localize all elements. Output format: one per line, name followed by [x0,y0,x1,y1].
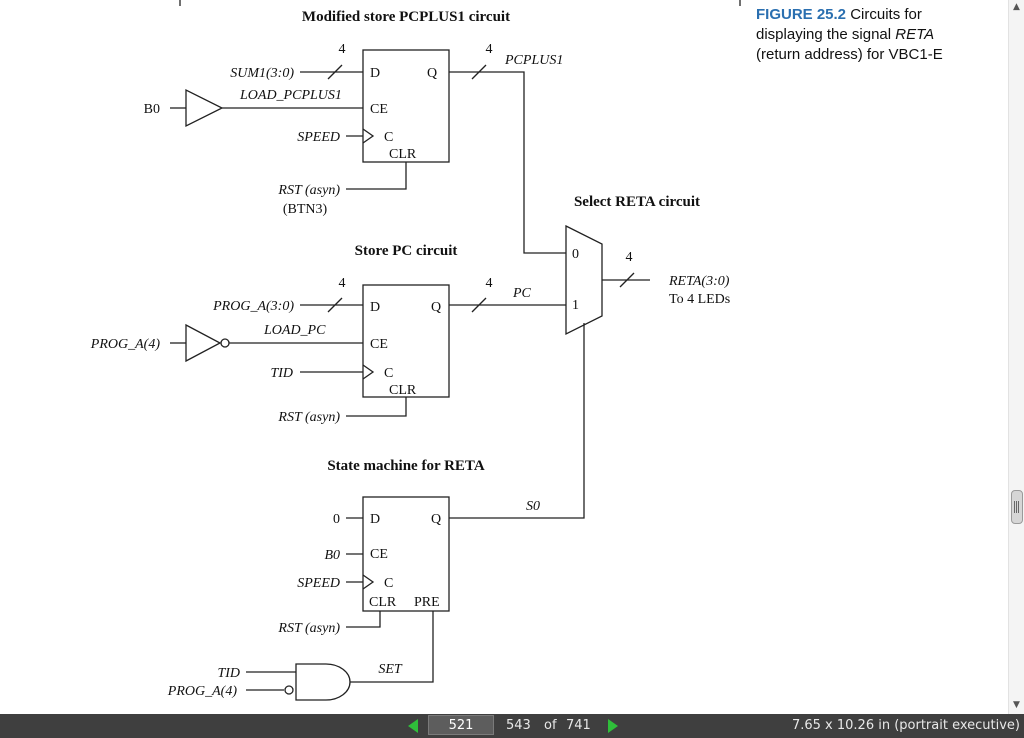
pin-pre: PRE [414,595,440,610]
grip-icon [1014,501,1020,513]
caption-line2: displaying the signal [756,26,892,43]
load-pcplus1-label: LOAD_PCPLUS1 [239,88,342,103]
pc-label: PC [512,286,532,301]
caption-signal: RETA [895,26,935,43]
bus-slash [327,297,343,313]
speed-label: SPEED [297,130,340,145]
prog-a-label: PROG_A(3:0) [212,299,294,314]
inverter-bubble [220,338,230,348]
s0-label: S0 [526,499,540,514]
of-label: of [544,718,557,733]
page-label: 543 [506,718,531,733]
tid-label: TID [217,666,240,681]
wire-rst [346,162,407,190]
wire-rst [346,397,407,417]
status-bar: 543 of 741 7.65 x 10.26 in (portrait exe… [0,714,1024,738]
pin-q: Q [431,300,441,315]
prog-a4-label: PROG_A(4) [90,337,161,352]
mux-title: Select RETA circuit [574,194,700,210]
pin-clr: CLR [389,383,417,398]
wire-rst [346,611,381,628]
mux-input-1: 1 [572,298,579,313]
wire-s0 [449,323,585,519]
pin-c: C [384,366,393,381]
figure-label: FIGURE 25.2 [756,6,847,23]
pin-ce: CE [370,102,388,117]
leds-label: To 4 LEDs [669,292,730,307]
bus-width-label: 4 [626,250,633,265]
circuit-diagram: Modified store PCPLUS1 circuit D Q CE C … [90,0,741,701]
speed-label: SPEED [297,576,340,591]
pin-clr: CLR [369,595,397,610]
mux-input-0: 0 [572,247,579,262]
bus-slash [471,297,487,313]
multiplexer [565,224,603,336]
b0-label: B0 [324,548,340,563]
wire-set [350,611,434,683]
tid-label: TID [270,366,293,381]
page-size-label: 7.65 x 10.26 in (portrait executive) [791,718,1020,733]
scroll-thumb[interactable] [1011,490,1023,524]
rst-label: RST (asyn) [277,183,340,198]
document-viewer: FIGURE 25.2 Circuits for displaying the … [89,0,943,701]
wire-pcplus1 [449,71,566,254]
bus-slash [327,64,343,80]
load-pc-label: LOAD_PC [263,323,326,338]
rst-label: RST (asyn) [277,410,340,425]
caption-line3: (return address) for VBC1-E [756,46,943,63]
b0-label: B0 [144,102,160,117]
pin-d: D [370,66,380,81]
page-number-input[interactable] [428,715,494,735]
pin-ce: CE [370,547,388,562]
clock-marker [362,128,375,144]
bus-width-label: 4 [486,276,493,291]
inverter-gate [185,323,222,363]
prev-page-icon[interactable] [408,719,418,733]
pin-q: Q [431,512,441,527]
bus-width-label: 4 [486,42,493,57]
set-label: SET [378,662,403,677]
pin-c: C [384,576,393,591]
prog-a4-label: PROG_A(4) [167,684,238,699]
pin-d: D [370,300,380,315]
pcplus1-label: PCPLUS1 [504,53,563,68]
next-page-icon[interactable] [608,719,618,733]
scroll-up-icon[interactable]: ▲ [1013,2,1020,12]
bus-width-label: 4 [339,42,346,57]
pin-ce: CE [370,337,388,352]
bus-width-label: 4 [339,276,346,291]
bus-slash [471,64,487,80]
vertical-scrollbar[interactable]: ▲ ▼ [1008,0,1024,714]
pin-clr: CLR [389,147,417,162]
pin-d: D [370,512,380,527]
circuit2-title: Store PC circuit [355,243,458,259]
sum1-label: SUM1(3:0) [230,66,294,81]
zero-input-label: 0 [333,512,340,527]
caption-line1: Circuits for [850,6,922,23]
bus-slash [619,272,635,288]
and-gate [295,663,351,701]
scroll-down-icon[interactable]: ▼ [1013,700,1020,710]
pin-c: C [384,130,393,145]
clock-marker [362,364,375,380]
btn3-label: (BTN3) [283,202,328,217]
reta-label: RETA(3:0) [668,274,730,289]
total-pages: 741 [566,718,591,733]
buffer-gate [185,88,224,128]
circuit1-title: Modified store PCPLUS1 circuit [302,9,510,25]
rst-label: RST (asyn) [277,621,340,636]
circuit3-title: State machine for RETA [327,458,485,474]
pin-q: Q [427,66,437,81]
inverter-bubble [284,685,294,695]
clock-marker [362,574,375,590]
figure-caption: FIGURE 25.2 Circuits for displaying the … [756,5,943,65]
